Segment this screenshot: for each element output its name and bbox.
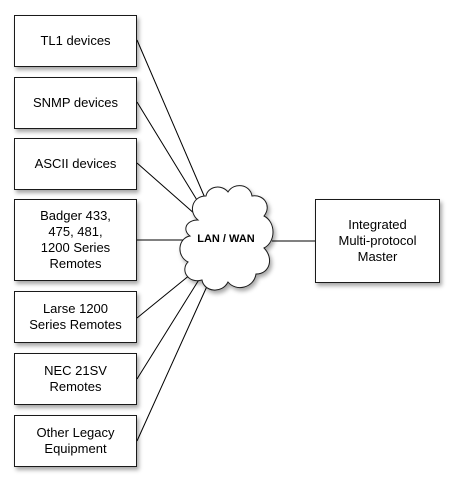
device-box-larse: Larse 1200 Series Remotes [14,291,137,343]
device-label-legacy: Other Legacy Equipment [36,425,115,456]
device-label-badger: Badger 433, 475, 481, 1200 Series Remote… [40,208,111,271]
device-label-tl1: TL1 devices [40,33,111,48]
master-label: Integrated Multi-protocol Master [338,217,417,264]
master-box: Integrated Multi-protocol Master [315,199,440,283]
network-cloud [179,185,274,291]
connector-legacy [136,283,209,442]
connector-nec [136,277,201,380]
device-label-larse: Larse 1200 Series Remotes [29,301,122,332]
device-box-snmp: SNMP devices [14,77,137,129]
cloud-shape [179,185,274,291]
connector-larse [136,269,197,319]
connector-tl1 [136,39,206,199]
connector-snmp [136,101,201,206]
connector-ascii [136,162,197,216]
device-box-ascii: ASCII devices [14,138,137,190]
device-label-ascii: ASCII devices [34,156,117,171]
device-label-snmp: SNMP devices [32,95,118,110]
device-box-badger: Badger 433, 475, 481, 1200 Series Remote… [14,199,137,281]
device-box-tl1: TL1 devices [14,15,137,67]
device-box-nec: NEC 21SV Remotes [14,353,137,405]
network-label: LAN / WAN [197,233,255,245]
connector-lines [136,39,315,442]
device-label-nec: NEC 21SV Remotes [44,363,107,394]
device-box-legacy: Other Legacy Equipment [14,415,137,467]
